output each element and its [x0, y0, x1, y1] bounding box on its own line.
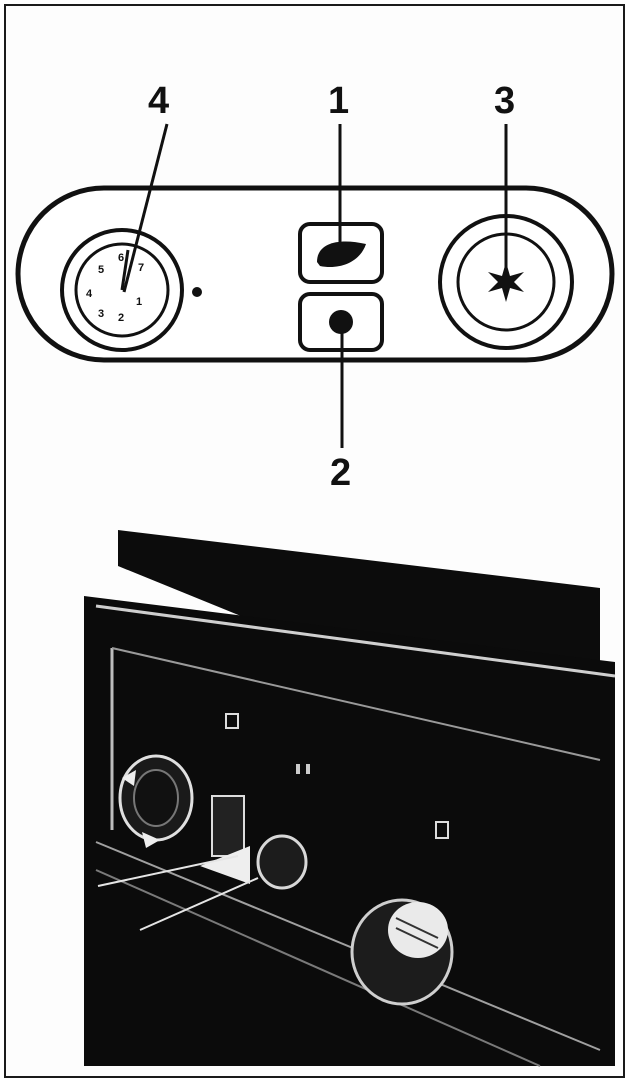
- callout-3: 3: [494, 80, 516, 122]
- panel-edge-highlight: [95, 604, 616, 678]
- dial-pointer: [120, 249, 130, 291]
- dial-mark: 7: [138, 262, 145, 274]
- photo-pointer-line-2: [139, 877, 259, 931]
- callout-1: 1: [328, 80, 350, 122]
- photo-dial[interactable]: [118, 754, 194, 848]
- dial-indicator-dot: [192, 287, 202, 297]
- dial-mark: 1: [136, 296, 143, 308]
- photo-pointer-line-1: [97, 855, 239, 887]
- dial-mark: 4: [86, 288, 93, 300]
- appliance-photo: [84, 530, 616, 1067]
- lower-trim-line-2: [95, 869, 541, 1067]
- leader-line-4: [122, 123, 169, 293]
- temperature-dial[interactable]: [60, 228, 184, 352]
- dial-mark: 2: [118, 312, 125, 324]
- callout-4: 4: [148, 80, 170, 122]
- dial-mark: 3: [98, 308, 105, 320]
- dial-mark: 5: [98, 264, 105, 276]
- panel-inner-edge: [111, 647, 601, 761]
- dot-icon: [329, 310, 353, 334]
- rotate-arrow-icon: [122, 770, 136, 786]
- leaf-button[interactable]: [298, 222, 384, 284]
- leaf-icon: [317, 241, 366, 268]
- callout-2: 2: [330, 452, 352, 494]
- photo-small-knob[interactable]: [256, 834, 308, 890]
- panel-body: [84, 596, 615, 1066]
- small-mark-1: [296, 764, 300, 774]
- small-mark-2: [306, 764, 310, 774]
- lower-trim-line: [95, 841, 601, 1051]
- dial-mark: 6: [118, 252, 125, 264]
- indicator-square-left: [225, 713, 239, 729]
- rotate-arrow-icon-2: [142, 832, 160, 848]
- photo-large-knob[interactable]: [350, 898, 454, 1006]
- indicator-square-right: [435, 821, 449, 839]
